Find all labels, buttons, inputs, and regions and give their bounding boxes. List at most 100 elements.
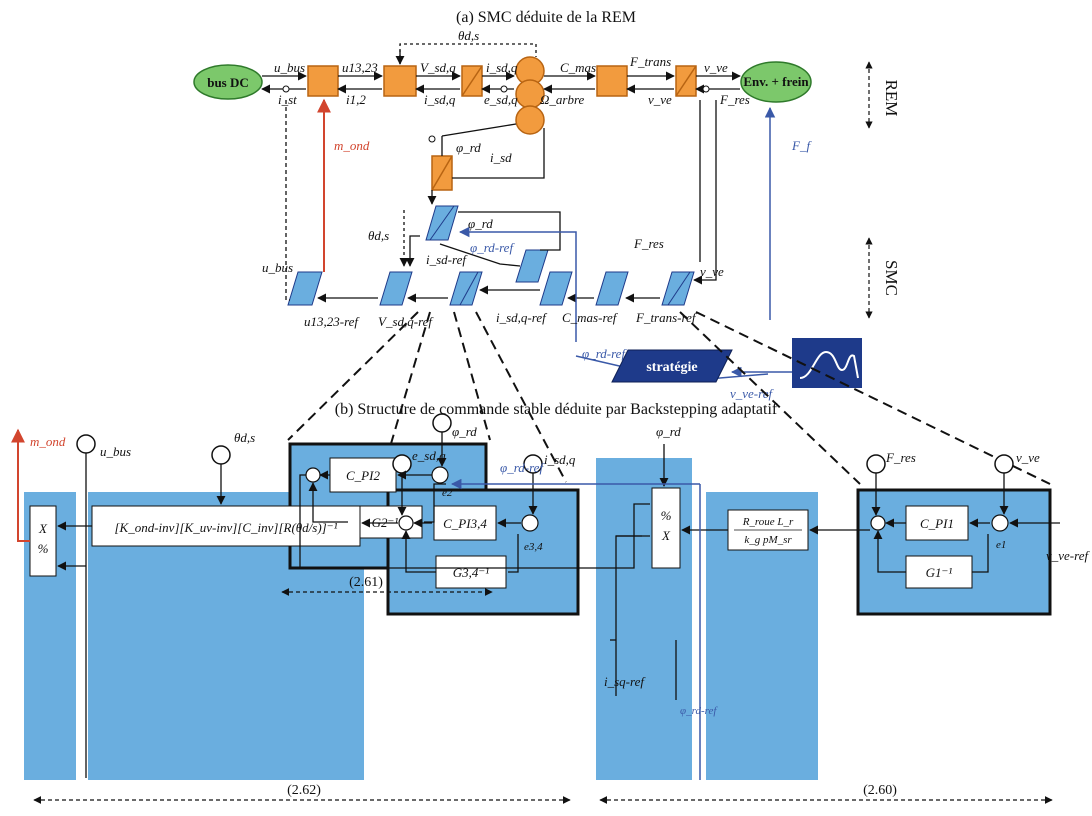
rem-label: REM (882, 80, 901, 117)
rem-i-st: i_st (278, 92, 297, 107)
smc-phi-rd-ref-2: φ_rd-ref (582, 346, 627, 361)
mod-x-label: X (38, 521, 48, 536)
strategie-block (611, 349, 733, 383)
rem-omega: Ω_arbre (540, 92, 585, 107)
bs-isdq: i_sd,q (544, 452, 576, 467)
smc-label: SMC (882, 260, 901, 296)
speed-profile-icon (792, 338, 862, 388)
env-frein-label: Env. + frein (743, 74, 809, 89)
smc-block-7 (661, 271, 695, 306)
smc-block-4 (515, 249, 549, 283)
rem-u13-23: u13,23 (342, 60, 378, 75)
gearbox-block (596, 65, 628, 97)
smc-ftrans-ref: F_trans-ref (635, 310, 698, 325)
title-b: (b) Structure de commande stable déduite… (335, 401, 778, 418)
sum-junction-1a (870, 515, 886, 531)
rem-m-ond: m_ond (334, 138, 370, 153)
rem-fres: F_res (719, 92, 750, 107)
bs-fres: F_res (885, 450, 916, 465)
bs-theta: θd,s (234, 430, 255, 445)
rem-vsdq: V_sd,q (420, 60, 456, 75)
eq-2-61: (2.61) (349, 575, 383, 590)
rem-ff: F_f (791, 138, 812, 153)
cpi1-block (905, 505, 969, 541)
sensor-u-bus (76, 434, 96, 454)
converter-block (307, 65, 339, 97)
sum-junction-34b (521, 514, 539, 532)
mod-pct-label: % (38, 541, 49, 556)
bs-e34: e3,4 (524, 541, 543, 553)
strategie-label: stratégie (646, 360, 697, 375)
modulation-block (29, 505, 57, 577)
bs-esdq: e_sd,q (412, 448, 446, 463)
inverse-matrix-block (91, 505, 361, 547)
div-x-label: X (661, 528, 671, 543)
bus-dc-label: bus DC (207, 75, 249, 90)
rem-vve-mid: v_ve (648, 92, 672, 107)
g1-block (905, 555, 973, 589)
smc-phi-rd-ref: φ_rd-ref (470, 240, 515, 255)
rem-side-indicator: REM (865, 61, 901, 129)
bs-phi-rd-ref-2: φ_rd-ref (680, 705, 718, 717)
g34-block (435, 555, 507, 589)
g34-label: G3,4⁻¹ (453, 565, 490, 580)
smc-u13-ref: u13,23-ref (304, 314, 360, 329)
smc-isd-ref: i_sd-ref (426, 252, 468, 267)
cpi34-block (433, 505, 497, 541)
smc-block-5 (539, 271, 573, 306)
smc-isdq-ref: i_sd,q-ref (496, 310, 548, 325)
smc-phi-rd: φ_rd (468, 216, 493, 231)
bs-phi-rd: φ_rd (452, 424, 477, 439)
sum-junction-2a (305, 467, 321, 483)
sensor-fres (866, 454, 886, 474)
smc-block-1 (287, 271, 323, 306)
bs-phi-rd-2: φ_rd (656, 424, 681, 439)
rem-theta: θd,s (458, 28, 479, 43)
cpi2-label: C_PI2 (346, 468, 380, 483)
sensor-vve (994, 454, 1014, 474)
rem-section: bus DC Env. + frein (193, 28, 812, 320)
bs-e1: e1 (996, 539, 1006, 551)
smc-block-3 (449, 271, 483, 306)
sum-junction-1b (991, 514, 1009, 532)
smc-u-bus: u_bus (262, 260, 293, 275)
env-frein-source (740, 61, 812, 103)
bs-vve-ref: v_ve-ref (1046, 548, 1090, 563)
bs-m-ond: m_ond (30, 434, 66, 449)
bs-isq-ref: i_sq-ref (604, 674, 646, 689)
sensor-esdq (392, 454, 412, 474)
machine-circle-bottom (515, 105, 545, 135)
gain-fraction-den: k_g pM_sr (744, 534, 792, 546)
rem-i12: i1,2 (346, 92, 366, 107)
rem-isd: i_sd (490, 150, 512, 165)
bs-e2: e2 (442, 487, 453, 499)
smc-side-indicator: SMC (865, 237, 901, 319)
zoom-lines (287, 311, 1051, 485)
eq-2-60: (2.60) (863, 783, 897, 798)
bus-dc-source (193, 64, 263, 100)
sum-junction-34a (398, 515, 414, 531)
smc-fres: F_res (633, 236, 664, 251)
rem-phi-rd: φ_rd (456, 140, 481, 155)
g1-label: G1⁻¹ (926, 565, 953, 580)
eq-2-62: (2.62) (287, 783, 321, 798)
inverse-matrix-label: [K_ond-inv][K_uv-inv][C_inv][R(θd/s)]⁻¹ (115, 520, 338, 535)
cpi1-label: C_PI1 (920, 516, 954, 531)
backstepping-section: C_PI2 G2⁻¹ C_PI3,4 G3,4⁻¹ C_PI1 G1⁻¹ [K_… (11, 413, 1090, 804)
smc-theta: θd,s (368, 228, 389, 243)
sensor-phi-rd (432, 413, 452, 433)
sensor-theta (211, 445, 231, 465)
rem-vve-top: v_ve (704, 60, 728, 75)
rem-esdq: e_sd,q (484, 92, 518, 107)
sum-junction-2b (431, 466, 449, 484)
rem-isdq-bot: i_sd,q (424, 92, 456, 107)
smc-section: stratégie u_bus θd,s φ_rd φ_rd-ref i_sd-… (262, 100, 862, 401)
smc-vsdq-ref: V_sd,q-ref (378, 314, 434, 329)
rem-ftrans: F_trans (629, 54, 671, 69)
smc-vve: v_ve (700, 264, 724, 279)
title-a: (a) SMC déduite de la REM (456, 9, 636, 26)
bs-vve: v_ve (1016, 450, 1040, 465)
gain-fraction-num: R_roue L_r (742, 516, 794, 528)
div-pct-label: % (661, 508, 672, 523)
